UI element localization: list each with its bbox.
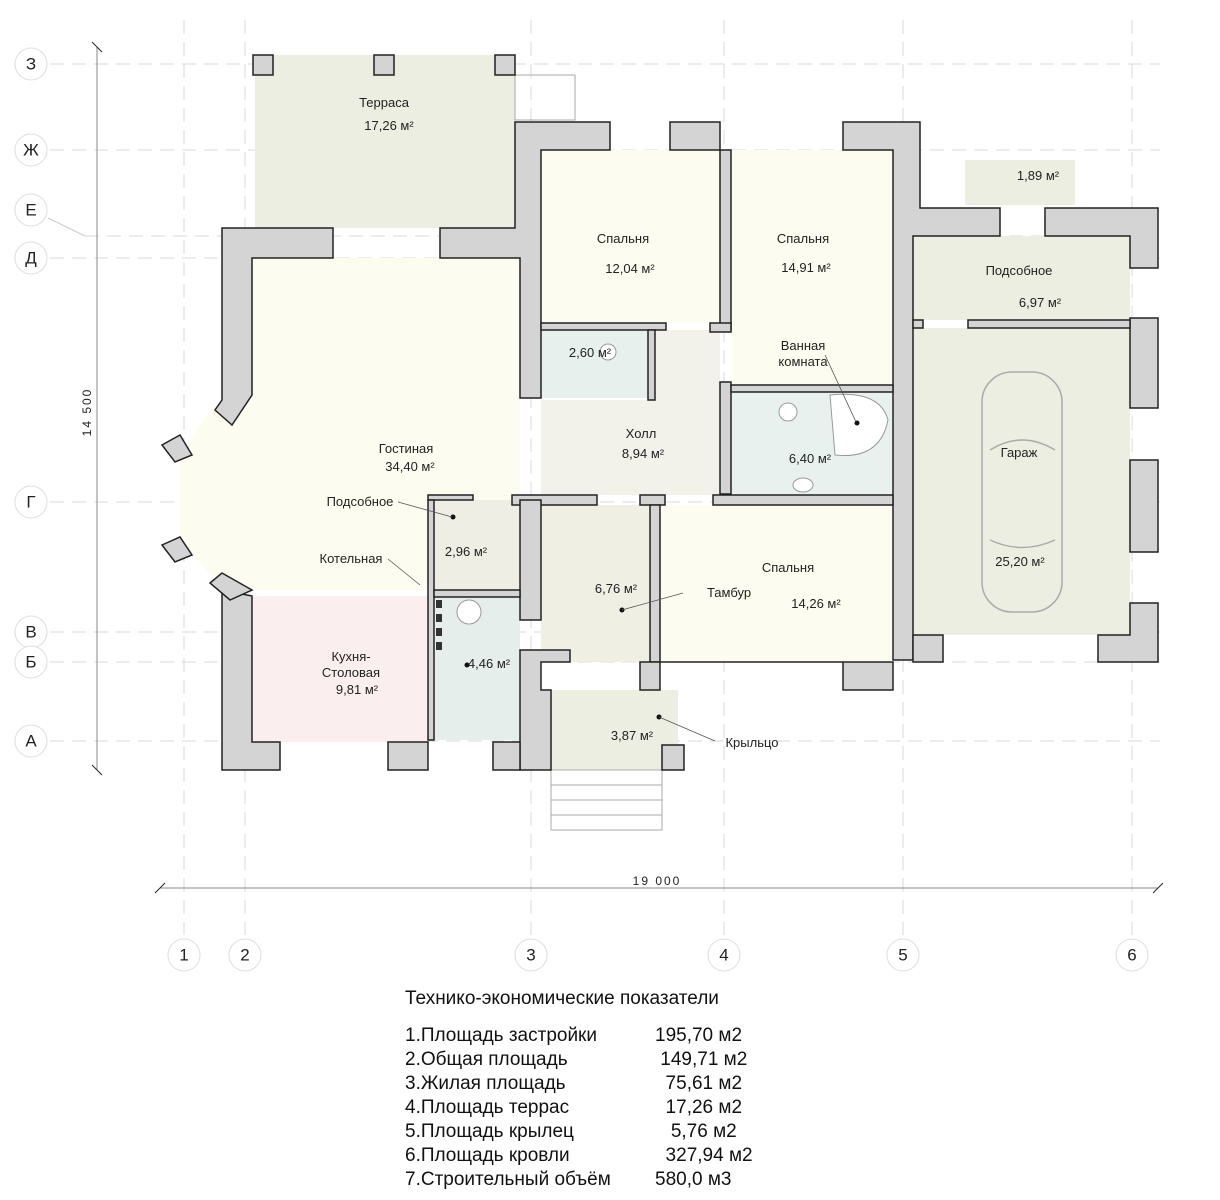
room-area: 6,40 м²	[789, 451, 832, 466]
axis-row-label: Е	[25, 201, 36, 220]
indicator-name: 3.Жилая площадь	[405, 1073, 566, 1094]
dimension-horizontal: 19 000	[633, 874, 682, 888]
axis-row-label: Ж	[23, 141, 39, 160]
room-name: Кухня-	[331, 649, 370, 664]
axis-row-label: Г	[26, 493, 35, 512]
room-fills	[180, 55, 1130, 770]
room-name: Столовая	[322, 665, 380, 680]
indicator-name: 4.Площадь террас	[405, 1097, 570, 1118]
room-area: 4,46 м²	[468, 656, 511, 671]
indicators-title: Технико-экономические показатели	[405, 988, 719, 1009]
room-area: 9,81 м²	[336, 682, 379, 697]
indicator-row: 3.Жилая площадь 75,61 м2	[405, 1072, 753, 1096]
room-name: Спальня	[777, 231, 829, 246]
room-area: 17,26 м²	[364, 118, 414, 133]
room-area: 2,60 м²	[569, 345, 612, 360]
axis-row-label: В	[25, 623, 36, 642]
indicator-name: 7.Строительный объём	[405, 1169, 611, 1190]
indicator-name: 1.Площадь застройки	[405, 1025, 597, 1046]
indicator-row: 1.Площадь застройки 195,70 м2	[405, 1024, 753, 1048]
axis-col-label: 6	[1127, 946, 1136, 965]
axis-col-label: 2	[240, 946, 249, 965]
axis-col-label: 3	[526, 946, 535, 965]
indicator-row: 2.Общая площадь 149,71 м2	[405, 1048, 753, 1072]
room-area: 6,76 м²	[595, 581, 638, 596]
dimension-lines	[91, 41, 1164, 894]
axis-col-label: 1	[179, 946, 188, 965]
room-name: Котельная	[320, 551, 383, 566]
room-name: Подсобное	[327, 494, 394, 509]
room-area: 34,40 м²	[385, 459, 435, 474]
technical-indicators: Технико-экономические показатели 1.Площа…	[405, 988, 753, 1192]
car-icon	[981, 371, 1063, 613]
room-area: 12,04 м²	[605, 261, 655, 276]
walls	[160, 54, 1159, 771]
axis-row-label: А	[25, 732, 37, 751]
dimension-vertical: 14 500	[80, 388, 94, 437]
room-name: Крыльцо	[725, 735, 778, 750]
axis-row-label: З	[26, 55, 36, 74]
room-area: 8,94 м²	[622, 446, 665, 461]
room-area: 6,97 м²	[1019, 295, 1062, 310]
room-name: Спальня	[597, 231, 649, 246]
room-area: 14,26 м²	[791, 596, 841, 611]
room-name: Гараж	[1001, 445, 1038, 460]
axis-row-label: Д	[25, 249, 37, 268]
indicator-value: 327,94 м2	[655, 1145, 753, 1166]
indicator-name: 6.Площадь кровли	[405, 1145, 570, 1166]
room-area: 3,87 м²	[611, 728, 654, 743]
room-name: Терраса	[359, 95, 410, 110]
room-labels: Терраса 17,26 м² Спальня 12,04 м² Спальн…	[320, 95, 1062, 750]
room-area: 25,20 м²	[995, 554, 1045, 569]
indicator-row: 7.Строительный объём 580,0 м3	[405, 1168, 753, 1192]
leader-lines	[387, 354, 857, 742]
room-name: Ванная	[781, 338, 826, 353]
room-name: Тамбур	[707, 585, 751, 600]
room-name: комната	[778, 354, 828, 369]
axis-col-label: 5	[898, 946, 907, 965]
porch-stairs	[514, 74, 663, 831]
indicator-value: 17,26 м2	[655, 1097, 743, 1118]
indicator-row: 4.Площадь террас 17,26 м2	[405, 1096, 753, 1120]
axis-rows	[14, 47, 1149, 972]
room-area: 1,89 м²	[1017, 168, 1060, 183]
indicator-value: 195,70 м2	[655, 1025, 743, 1046]
indicator-value: 75,61 м2	[655, 1073, 743, 1094]
indicator-row: 5.Площадь крылец 5,76 м2	[405, 1120, 753, 1144]
room-area: 2,96 м²	[445, 544, 488, 559]
axis-col-label: 4	[719, 946, 728, 965]
indicator-value: 149,71 м2	[655, 1049, 748, 1070]
indicator-row: 6.Площадь кровли 327,94 м2	[405, 1144, 753, 1168]
room-name: Подсобное	[986, 263, 1053, 278]
room-markers	[450, 420, 860, 720]
room-area: 14,91 м²	[781, 260, 831, 275]
indicator-value: 5,76 м2	[655, 1121, 737, 1142]
indicator-name: 5.Площадь крылец	[405, 1121, 574, 1142]
indicator-value: 580,0 м3	[655, 1169, 732, 1190]
bath-fixtures	[456, 343, 889, 625]
room-name: Холл	[626, 426, 657, 441]
room-name: Спальня	[762, 560, 814, 575]
room-name: Гостиная	[379, 441, 434, 456]
axis-row-label: Б	[25, 653, 36, 672]
indicator-name: 2.Общая площадь	[405, 1049, 568, 1070]
